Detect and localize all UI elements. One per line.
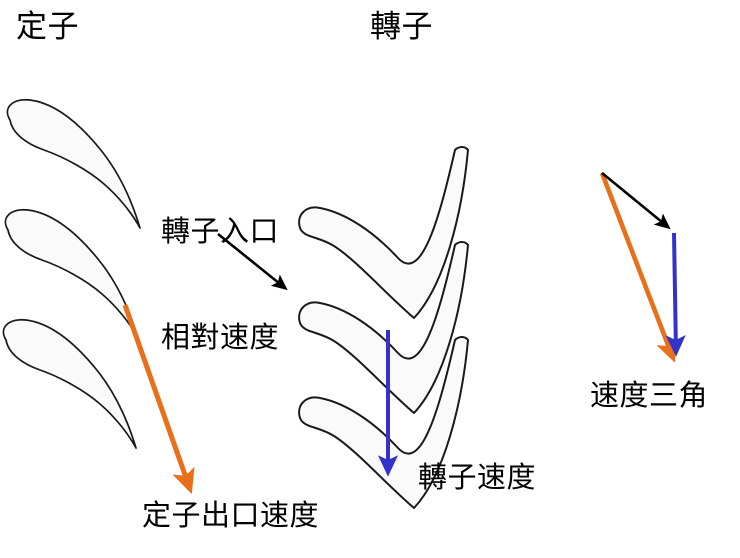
rotor-cascade bbox=[298, 146, 469, 509]
triangle-relative-velocity-side bbox=[601, 171, 671, 230]
rotor-inlet-relative-velocity-label: 轉子入口 相對速度 bbox=[161, 144, 279, 427]
velocity-triangle-label: 速度三角 bbox=[590, 380, 709, 412]
relative-velocity-pointer-arrow bbox=[217, 232, 288, 291]
triangle-blade-speed-side bbox=[665, 232, 686, 357]
rotor-blade bbox=[298, 241, 469, 414]
rotor-blade bbox=[298, 336, 469, 509]
rotor-inlet-relative-velocity-line2: 相對速度 bbox=[161, 321, 280, 354]
triangle-absolute-velocity-side bbox=[599, 172, 677, 363]
stator-exit-velocity-vector bbox=[122, 304, 195, 495]
rotor-blade bbox=[298, 146, 469, 319]
velocity-triangle bbox=[599, 171, 686, 363]
stator-exit-velocity-label: 定子出口速度 bbox=[142, 500, 320, 532]
stator-title-label: 定子 bbox=[16, 9, 79, 44]
rotor-inlet-relative-velocity-line1: 轉子入口 bbox=[161, 215, 280, 248]
rotor-speed-label: 轉子速度 bbox=[418, 462, 537, 494]
stator-blade bbox=[4, 208, 139, 339]
stator-blade bbox=[6, 98, 141, 229]
stator-cascade bbox=[2, 98, 141, 449]
rotor-title-label: 轉子 bbox=[370, 9, 433, 44]
stator-blade bbox=[2, 318, 137, 449]
